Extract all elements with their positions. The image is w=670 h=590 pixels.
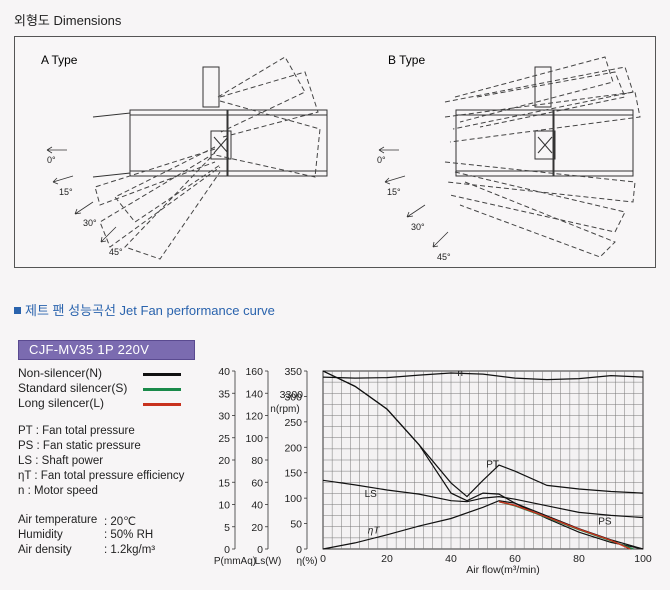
a-type-drawing <box>92 56 328 260</box>
axis-tick-label: 50 <box>290 519 302 531</box>
axis-title-1: Ls(W) <box>255 556 282 567</box>
b-type-angles: 0° 15° 30° 45° <box>377 155 451 262</box>
x-tick-label: 0 <box>320 553 326 565</box>
x-tick-label: 20 <box>381 553 393 565</box>
definition-pt: PT : Fan total pressure <box>18 425 135 437</box>
series-line-3 <box>322 370 644 550</box>
axis-tick-label: 350 <box>284 366 302 378</box>
a-type-label: A Type <box>41 53 78 67</box>
model-label: CJF-MV35 1P 220V <box>18 340 195 360</box>
curve-label-2: LS <box>365 489 378 500</box>
square-bullet-icon <box>14 307 21 314</box>
condition-air-temperature: Air temperature: 20℃ <box>18 514 137 528</box>
axis-title-2: η(%) <box>296 556 317 567</box>
dimensions-drawing-panel: A Type B Type 0° 15° 30° <box>14 36 656 268</box>
curve-label-1: PT <box>486 460 499 471</box>
silencer-line-1 <box>498 501 631 550</box>
definition-eta: ηT : Fan total pressure efficiency <box>18 470 185 482</box>
x-tick-label: 100 <box>634 553 652 565</box>
axis-tick-label: 40 <box>251 500 263 512</box>
axis-tick-label: 40 <box>218 366 230 378</box>
legend-line-long-silencer <box>143 403 181 406</box>
b-angle-0: 0° <box>377 155 386 165</box>
legend-item-standard-silencer: Standard silencer(S) <box>18 381 128 395</box>
chart-series <box>322 370 644 550</box>
x-tick-label: 60 <box>509 553 521 565</box>
rpm-value: 3300 <box>280 389 304 401</box>
axis-tick-label: 300 <box>284 391 302 403</box>
axis-tick-label: 100 <box>284 493 302 505</box>
a-angle-0: 0° <box>47 155 56 165</box>
axis-title-0: P(mmAq) <box>214 556 256 567</box>
rpm-label: n(rpm) <box>270 404 299 415</box>
axis-tick-label: 10 <box>218 500 230 512</box>
chart-axes: 0510152025303540P(mmAq)02040608010012014… <box>214 366 652 576</box>
axis-tick-label: 20 <box>251 522 263 534</box>
axis-tick-label: 60 <box>251 477 263 489</box>
axis-tick-label: 20 <box>218 455 230 467</box>
dimensions-drawing: A Type B Type 0° 15° 30° <box>41 53 641 262</box>
condition-humidity: Humidity: 50% RH <box>18 529 154 541</box>
curve-label-0: n <box>457 368 463 379</box>
b-type-arrows <box>378 146 449 248</box>
a-angle-15: 15° <box>59 187 73 197</box>
chart-grid <box>322 370 644 550</box>
a-angle-45: 45° <box>109 247 123 257</box>
axis-tick-label: 25 <box>218 433 230 445</box>
legend-item-long-silencer: Long silencer(L) <box>18 396 105 410</box>
b-type-drawing <box>444 56 641 258</box>
axis-tick-label: 15 <box>218 477 230 489</box>
chart-labels: nPT LS PS ηT <box>365 368 612 537</box>
axis-tick-label: 120 <box>245 411 263 423</box>
series-line-0 <box>322 372 644 381</box>
axis-tick-label: 5 <box>224 522 230 534</box>
dimensions-title: 외형도 Dimensions <box>14 13 122 28</box>
b-angle-30: 30° <box>411 222 425 232</box>
axis-tick-label: 200 <box>284 442 302 454</box>
performance-title: 제트 팬 성능곡선 Jet Fan performance curve <box>14 300 275 319</box>
axis-tick-label: 80 <box>251 455 263 467</box>
axis-tick-label: 35 <box>218 388 230 400</box>
axis-tick-label: 0 <box>296 544 302 556</box>
x-tick-label: 80 <box>573 553 585 565</box>
legend-line-standard-silencer <box>143 388 181 391</box>
a-type-arrows <box>46 146 117 243</box>
legend-item-non-silencer: Non-silencer(N) <box>18 366 103 380</box>
axis-tick-label: 140 <box>245 388 263 400</box>
x-tick-label: 40 <box>445 553 457 565</box>
axis-tick-label: 0 <box>257 544 263 556</box>
x-axis-title: Air flow(m³/min) <box>466 564 540 576</box>
a-angle-30: 30° <box>83 218 97 228</box>
legend-line-non-silencer <box>143 373 181 376</box>
b-angle-15: 15° <box>387 187 401 197</box>
curve-label-3: PS <box>598 517 612 528</box>
axis-tick-label: 100 <box>245 433 263 445</box>
axis-tick-label: 30 <box>218 411 230 423</box>
a-type-angles: 0° 15° 30° 45° <box>47 155 123 257</box>
b-type-label: B Type <box>388 53 425 67</box>
axis-tick-label: 150 <box>284 468 302 480</box>
axis-tick-label: 0 <box>224 544 230 556</box>
series-line-2 <box>322 479 644 519</box>
curve-label-4: ηT <box>368 526 381 537</box>
performance-chart: 0510152025303540P(mmAq)02040608010012014… <box>214 366 652 576</box>
definition-ps: PS : Fan static pressure <box>18 440 141 452</box>
definition-ls: LS : Shaft power <box>18 455 104 467</box>
b-angle-45: 45° <box>437 252 451 262</box>
condition-air-density: Air density: 1.2kg/m³ <box>18 544 156 556</box>
axis-tick-label: 250 <box>284 417 302 429</box>
definition-n: n : Motor speed <box>18 485 98 497</box>
axis-tick-label: 160 <box>245 366 263 378</box>
